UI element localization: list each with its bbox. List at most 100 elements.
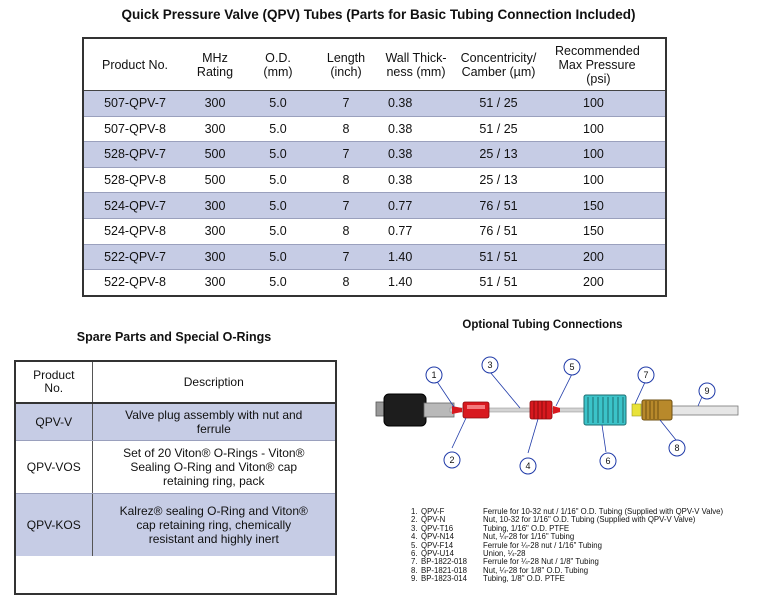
part-desc: Ferrule for ¼-28 Nut / 1/8" Tubing [483, 557, 599, 567]
spare-description-line: Set of 20 Viton® O-Rings - Viton® [123, 446, 305, 460]
part-desc: Union, ¼-28 [483, 549, 526, 559]
ferrule-1-4-28 [553, 406, 560, 414]
cell-mhz: 500 [186, 141, 244, 168]
cell-pressure: 150 [545, 218, 665, 245]
part-code: BP-1821-018 [421, 565, 467, 575]
cell-product: 524-QPV-8 [84, 218, 186, 245]
valve-plug [383, 393, 427, 427]
cell-od: 5.0 [244, 90, 312, 117]
cell-pressure: 100 [545, 167, 665, 194]
spare-description-line: Valve plug assembly with nut and [125, 408, 303, 422]
cell-length: 7 [312, 141, 380, 168]
part-desc: Nut, 10-32 for 1/16" O.D. Tubing (Suppli… [483, 515, 696, 525]
cell-length: 8 [312, 167, 380, 194]
cell-conc: 76 / 51 [452, 218, 545, 245]
nut-1-4-28 [529, 400, 553, 420]
cell-wall: 0.38 [380, 141, 452, 168]
cell-pressure: 200 [545, 269, 665, 295]
cell-product: 524-QPV-7 [84, 192, 186, 219]
spare-description-line: Sealing O-Ring and Viton® cap [130, 460, 298, 474]
callout-number: 1 [431, 370, 436, 380]
callout-number: 8 [674, 443, 679, 453]
callout-number: 9 [704, 386, 709, 396]
nut-10-32 [462, 401, 490, 419]
union-1-4-28 [583, 394, 627, 426]
cell-wall: 0.77 [380, 192, 452, 219]
spare-description-line: retaining ring, pack [163, 474, 265, 488]
part-desc: Nut, ¼-28 for 1/16" Tubing [483, 532, 575, 542]
callout-number: 7 [643, 370, 648, 380]
part-desc: Ferrule for 10-32 nut / 1/16" O.D. Tubin… [483, 507, 724, 516]
part-num: 7. [411, 557, 418, 567]
cell-od: 5.0 [244, 167, 312, 194]
cell-mhz: 300 [186, 244, 244, 271]
callout-number: 2 [449, 455, 454, 465]
header-product: Product No. [84, 39, 186, 91]
spare-cell-description: Kalrez® sealing O-Ring and Viton®cap ret… [92, 493, 335, 556]
brass-nut-threads [645, 401, 659, 419]
spare-parts-title: Spare Parts and Special O-Rings [76, 330, 272, 344]
part-desc: Tubing, 1/8" O.D. PTFE [483, 574, 565, 584]
part-code: QPV-N [421, 515, 446, 525]
part-num: 3. [411, 523, 418, 533]
cell-mhz: 300 [186, 116, 244, 143]
cell-mhz: 300 [186, 218, 244, 245]
cell-od: 5.0 [244, 192, 312, 219]
cell-length: 8 [312, 116, 380, 143]
part-num: 6. [411, 549, 418, 559]
cell-od: 5.0 [244, 116, 312, 143]
spare-description-line: resistant and highly inert [148, 532, 279, 546]
part-code: QPV-T16 [421, 523, 454, 533]
cell-product: 507-QPV-8 [84, 116, 186, 143]
cell-od: 5.0 [244, 218, 312, 245]
cell-wall: 0.38 [380, 167, 452, 194]
cell-product: 522-QPV-8 [84, 269, 186, 295]
part-num: 8. [411, 565, 418, 575]
nut-10-32-highlight [467, 405, 485, 409]
spare-description-line: Kalrez® sealing O-Ring and Viton® [119, 504, 308, 518]
cell-pressure: 150 [545, 192, 665, 219]
part-code: QPV-F14 [421, 540, 454, 550]
part-desc: Nut, ¼-28 for 1/8" O.D. Tubing [483, 565, 589, 575]
cell-od: 5.0 [244, 244, 312, 271]
part-code: QPV-N14 [421, 532, 454, 542]
callout-circle [519, 457, 537, 475]
header-wall: Wall Thick-ness (mm) [380, 39, 452, 91]
cell-product: 528-QPV-8 [84, 167, 186, 194]
union-threads [587, 397, 624, 423]
cell-conc: 25 / 13 [452, 141, 545, 168]
cell-pressure: 200 [545, 244, 665, 271]
callout-circle [443, 451, 461, 469]
part-num: 9. [411, 574, 418, 584]
cell-pressure: 100 [545, 141, 665, 168]
callout-circle [563, 358, 581, 376]
spare-description-line: cap retaining ring, chemically [136, 518, 292, 532]
cell-mhz: 300 [186, 269, 244, 295]
header-pressure: Recommended Max Pressure (psi) [545, 39, 665, 91]
part-code: QPV-F [421, 507, 445, 516]
cell-conc: 25 / 13 [452, 167, 545, 194]
optional-connections-title: Optional Tubing Connections [462, 319, 623, 331]
spare-description-line: ferrule [196, 422, 231, 436]
cell-wall: 0.38 [380, 116, 452, 143]
cell-product: 528-QPV-7 [84, 141, 186, 168]
spare-cell-product: QPV-V [16, 403, 93, 441]
part-code: BP-1823-014 [421, 574, 467, 584]
